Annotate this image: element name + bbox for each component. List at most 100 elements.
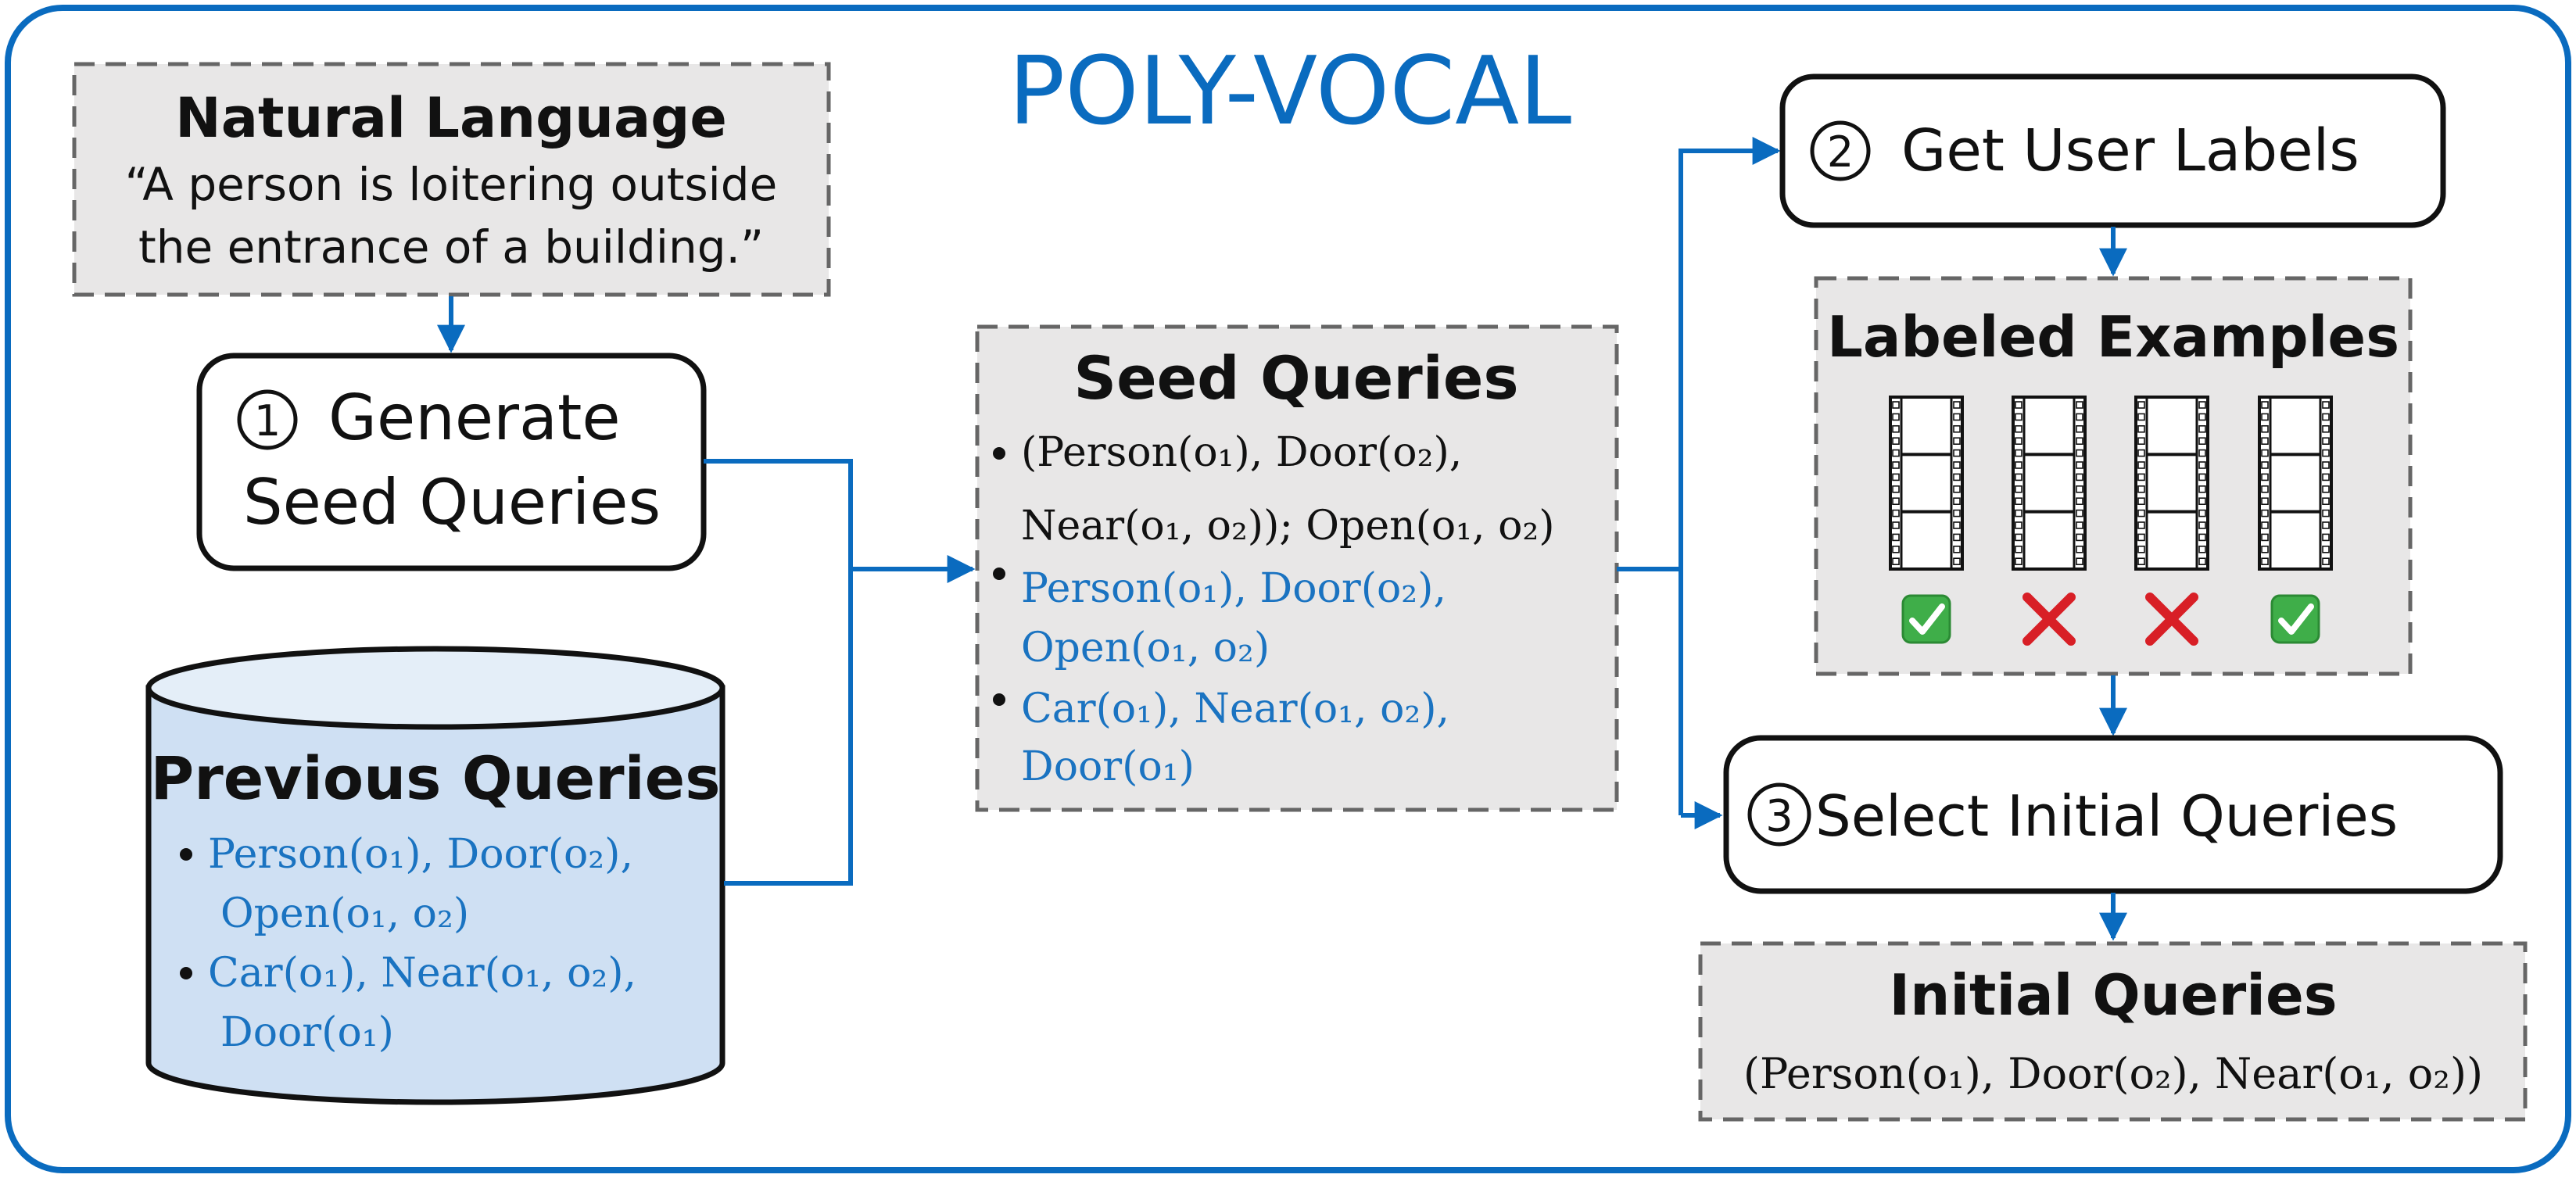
film-sprocket-hole: [2261, 485, 2269, 493]
natural-language-quote-line2: the entrance of a building.”: [138, 220, 764, 274]
film-sprocket-hole: [2015, 557, 2022, 566]
film-sprocket-hole: [1892, 497, 1900, 506]
film-sprocket-hole: [2076, 533, 2083, 542]
film-sprocket-hole: [2137, 424, 2145, 433]
film-sprocket-hole: [2076, 401, 2083, 409]
generate-seed-queries-step: 1 Generate Seed Queries: [196, 353, 707, 571]
film-sprocket-hole: [2261, 509, 2269, 517]
initial-query: (Person(o₁), Door(o₂), Near(o₁, o₂)): [1743, 1049, 2483, 1098]
step-number-2-icon: [1810, 120, 1871, 181]
film-sprocket-hole: [2137, 473, 2145, 482]
seed-query-1-line2: Near(o₁, o₂)); Open(o₁, o₂): [1021, 503, 1555, 550]
film-sprocket-hole: [2261, 461, 2269, 469]
film-sprocket-hole: [2015, 461, 2022, 469]
film-sprocket-hole: [2015, 545, 2022, 553]
check-mark-stroke: [2278, 603, 2314, 635]
film-sprocket-hole: [2015, 437, 2022, 446]
bullet-icon: [993, 447, 1005, 460]
labeled-examples-box: Labeled Examples: [1814, 276, 2413, 676]
check-mark-stroke: [1909, 603, 1945, 635]
film-sprocket-hole: [1892, 437, 1900, 446]
film-sprocket-hole: [2137, 557, 2145, 566]
film-sprocket-hole: [2137, 413, 2145, 421]
film-sprocket-hole: [2261, 437, 2269, 446]
previous-queries-database: Previous Queries Person(o₁), Door(o₂), O…: [145, 646, 726, 1105]
film-sprocket-hole: [1953, 521, 1961, 529]
film-sprocket-hole: [2322, 461, 2330, 469]
step-number-1: 1: [254, 396, 281, 446]
film-sprocket-hole: [2322, 497, 2330, 506]
film-sprocket-hole: [2261, 424, 2269, 433]
film-sprocket-hole: [1892, 533, 1900, 542]
bullet-icon: [993, 568, 1005, 580]
film-sprocket-hole: [1953, 449, 1961, 457]
film-sprocket-hole: [1892, 424, 1900, 433]
select-initial-queries-step: 3 Select Initial Queries: [1723, 735, 2503, 894]
film-sprocket-hole: [2137, 545, 2145, 553]
film-sprocket-hole: [2322, 521, 2330, 529]
film-sprocket-hole: [1953, 485, 1961, 493]
film-sprocket-hole: [1892, 521, 1900, 529]
film-sprocket-hole: [2137, 509, 2145, 517]
film-sprocket-hole: [2076, 424, 2083, 433]
film-sprocket-hole: [2076, 497, 2083, 506]
film-sprocket-hole: [1953, 461, 1961, 469]
seed-query-1-line1: (Person(o₁), Door(o₂),: [1021, 429, 1462, 476]
previous-queries-heading: Previous Queries: [151, 743, 721, 813]
diagram-title: POLY-VOCAL: [1009, 38, 1571, 146]
film-sprocket-hole: [2198, 485, 2206, 493]
film-sprocket-hole: [2076, 461, 2083, 469]
film-sprocket-hole: [2198, 437, 2206, 446]
get-user-labels-step: 2 Get User Labels: [1779, 73, 2446, 228]
film-sprocket-hole: [2261, 557, 2269, 566]
film-sprocket-hole: [2261, 401, 2269, 409]
select-initial-queries-label: Select Initial Queries: [1815, 783, 2398, 849]
seed-queries-box: Seed Queries (Person(o₁), Door(o₂), Near…: [975, 324, 1619, 812]
film-sprocket-hole: [2322, 473, 2330, 482]
film-sprocket-hole: [2015, 401, 2022, 409]
get-user-labels-label: Get User Labels: [1901, 117, 2359, 184]
film-sprocket-hole: [2015, 485, 2022, 493]
film-sprocket-hole: [1892, 485, 1900, 493]
connector-generate-out: [704, 459, 853, 886]
film-sprocket-hole: [2322, 413, 2330, 421]
film-sprocket-hole: [2261, 497, 2269, 506]
film-sprocket-hole: [2137, 521, 2145, 529]
film-sprocket-hole: [2198, 413, 2206, 421]
film-sprocket-hole: [1892, 449, 1900, 457]
film-sprocket-hole: [2137, 485, 2145, 493]
film-sprocket-hole: [2322, 533, 2330, 542]
previous-query-2-line1: Car(o₁), Near(o₁, o₂),: [208, 950, 636, 997]
natural-language-box: Natural Language “A person is loitering …: [72, 62, 831, 297]
film-sprocket-hole: [2322, 401, 2330, 409]
seed-queries-heading: Seed Queries: [1073, 343, 1518, 413]
film-sprocket-hole: [2198, 545, 2206, 553]
film-sprocket-hole: [2261, 521, 2269, 529]
film-sprocket-hole: [2015, 449, 2022, 457]
film-sprocket-hole: [2015, 473, 2022, 482]
film-sprocket-hole: [1892, 557, 1900, 566]
film-sprocket-hole: [1892, 413, 1900, 421]
film-sprocket-hole: [2261, 533, 2269, 542]
film-sprocket-hole: [2322, 449, 2330, 457]
film-sprocket-hole: [2198, 424, 2206, 433]
film-sprocket-hole: [2137, 461, 2145, 469]
seed-query-2-line1: Person(o₁), Door(o₂),: [1021, 565, 1446, 612]
previous-query-1-line2: Open(o₁, o₂): [220, 890, 469, 937]
film-sprocket-hole: [2015, 413, 2022, 421]
film-sprocket-hole: [1953, 413, 1961, 421]
film-sprocket-hole: [2076, 521, 2083, 529]
step-number-3: 3: [1765, 791, 1793, 842]
cross-mark-icon: [2022, 593, 2076, 646]
film-sprocket-hole: [2261, 473, 2269, 482]
film-sprocket-hole: [1892, 509, 1900, 517]
film-sprocket-hole: [2198, 497, 2206, 506]
film-sprocket-hole: [2076, 485, 2083, 493]
film-sprocket-hole: [2076, 509, 2083, 517]
generate-step-line1: Generate: [328, 381, 621, 454]
film-sprocket-hole: [2137, 401, 2145, 409]
bullet-icon: [180, 848, 192, 861]
film-sprocket-hole: [2076, 557, 2083, 566]
film-sprocket-hole: [2076, 413, 2083, 421]
